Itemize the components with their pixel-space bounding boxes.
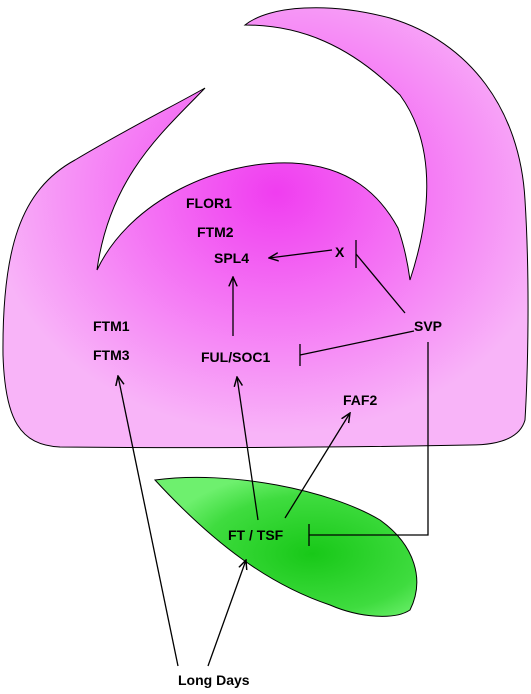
node-flor1: FLOR1 [186, 195, 232, 211]
node-ft-tsf: FT / TSF [228, 527, 284, 543]
leaf-region [153, 476, 418, 617]
node-ftm1: FTM1 [93, 318, 130, 334]
edge-x-to-spl4 [269, 249, 333, 258]
node-x: X [335, 244, 345, 260]
edge-longdays-to-ftm3 [118, 376, 179, 667]
edge-fttsf-to-fulsoc1 [237, 377, 259, 521]
node-ftm2: FTM2 [197, 224, 234, 240]
edges [118, 240, 429, 667]
edge-svp-represses-x [355, 253, 406, 314]
edge-fttsf-to-faf2 [284, 413, 350, 519]
node-ftm3: FTM3 [93, 347, 130, 363]
node-long-days: Long Days [178, 672, 250, 688]
node-svp: SVP [414, 318, 442, 334]
node-faf2: FAF2 [343, 392, 377, 408]
edge-svp-represses-fulsoc1 [299, 330, 415, 356]
shoot-apex-region [2, 7, 529, 449]
node-ful-soc1: FUL/SOC1 [201, 349, 270, 365]
edge-longdays-to-fttsf [207, 560, 246, 667]
node-spl4: SPL4 [214, 250, 249, 266]
edge-svp-represses-fttsf [309, 342, 429, 536]
node-labels: FLOR1 FTM2 SPL4 X FTM1 FTM3 FUL/SOC1 SVP… [93, 195, 442, 688]
